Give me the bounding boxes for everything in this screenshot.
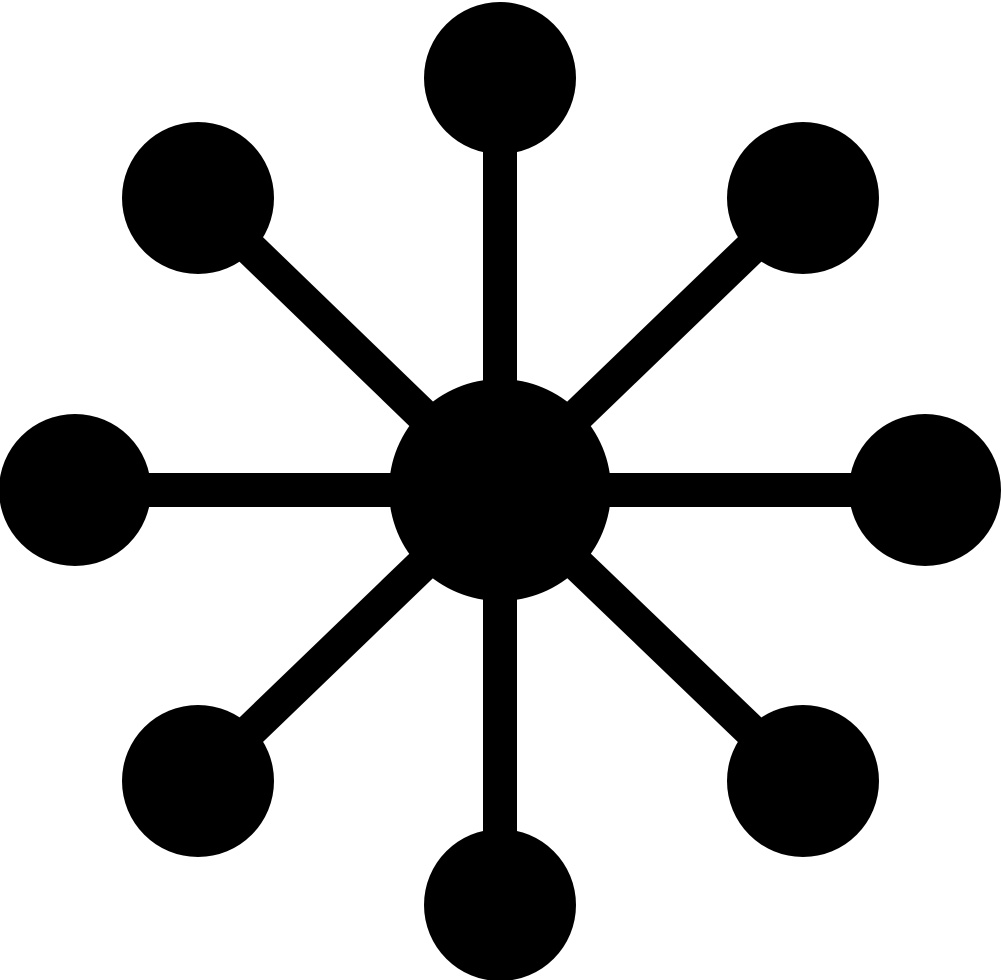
node-bottom-left: [122, 705, 274, 857]
hub-node: [389, 379, 611, 601]
node-right: [849, 414, 1001, 566]
node-top-left: [122, 122, 274, 274]
node-bottom: [424, 829, 576, 980]
node-left: [0, 414, 151, 566]
node-top-right: [727, 122, 879, 274]
node-top: [424, 2, 576, 154]
node-bottom-right: [727, 705, 879, 857]
